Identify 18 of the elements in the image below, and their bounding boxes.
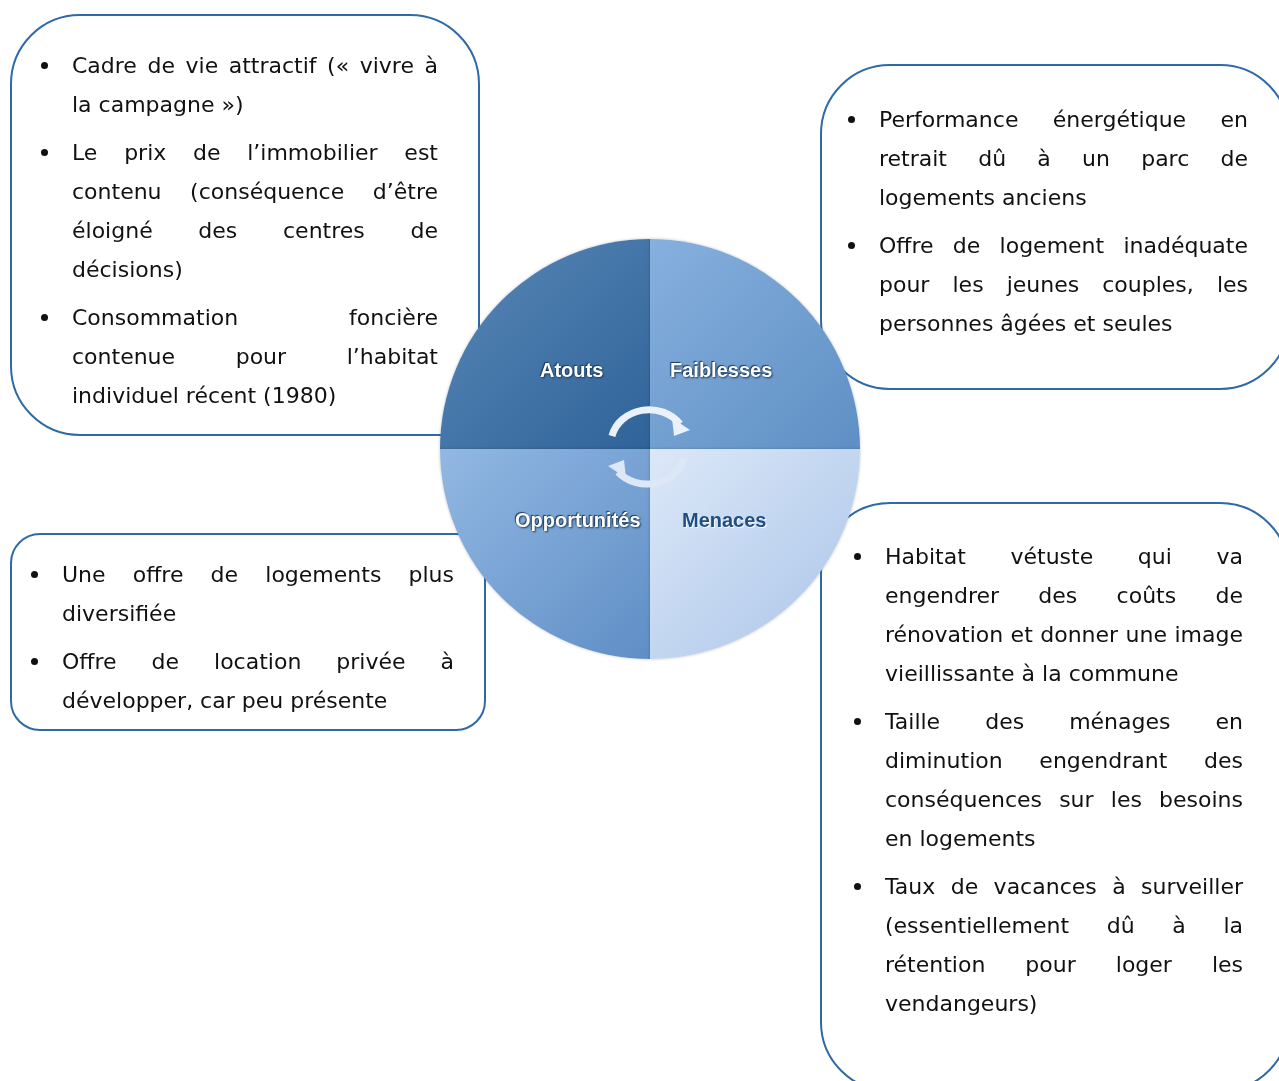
text-panel — [820, 502, 1279, 1081]
bullet-text: Taux de vacances à surveiller (essentiellement dû à la rétention pour loger les vendangeurs) — [885, 873, 1243, 1018]
bullet-text: Taille des ménages en diminution engendrant des conséquences sur les besoins en logements — [885, 708, 1243, 853]
bullet-text: Consommation foncière contenue pour l’habitat individuel récent (1980) — [72, 304, 438, 410]
quadrant-label: Atouts — [540, 359, 604, 382]
bullet-text: Cadre de vie attractif (« vivre à la campagne ») — [72, 52, 438, 119]
quadrant-label: Opportunités — [515, 509, 641, 532]
bullet-text: Le prix de l’immobilier est contenu (conséquence d’être éloigné des centres de décisions) — [72, 139, 438, 284]
bullet-text: Performance énergétique en retrait dû à un parc de logements anciens — [879, 106, 1248, 212]
text-panel — [10, 533, 486, 731]
quadrant-label: Faiblesses — [670, 359, 773, 382]
bullet-text: Offre de location privée à développer, car peu présente — [62, 648, 454, 715]
bullet-text: Une offre de logements plus diversifiée — [62, 561, 454, 628]
text-panel — [10, 14, 480, 436]
bullet-text: Habitat vétuste qui va engendrer des coûts de rénovation et donner une image vieillissante à la commune — [885, 543, 1243, 688]
quadrant-label: Menaces — [682, 509, 767, 532]
text-panel — [820, 64, 1279, 390]
bullet-text: Offre de logement inadéquate pour les jeunes couples, les personnes âgées et seules — [879, 232, 1248, 338]
